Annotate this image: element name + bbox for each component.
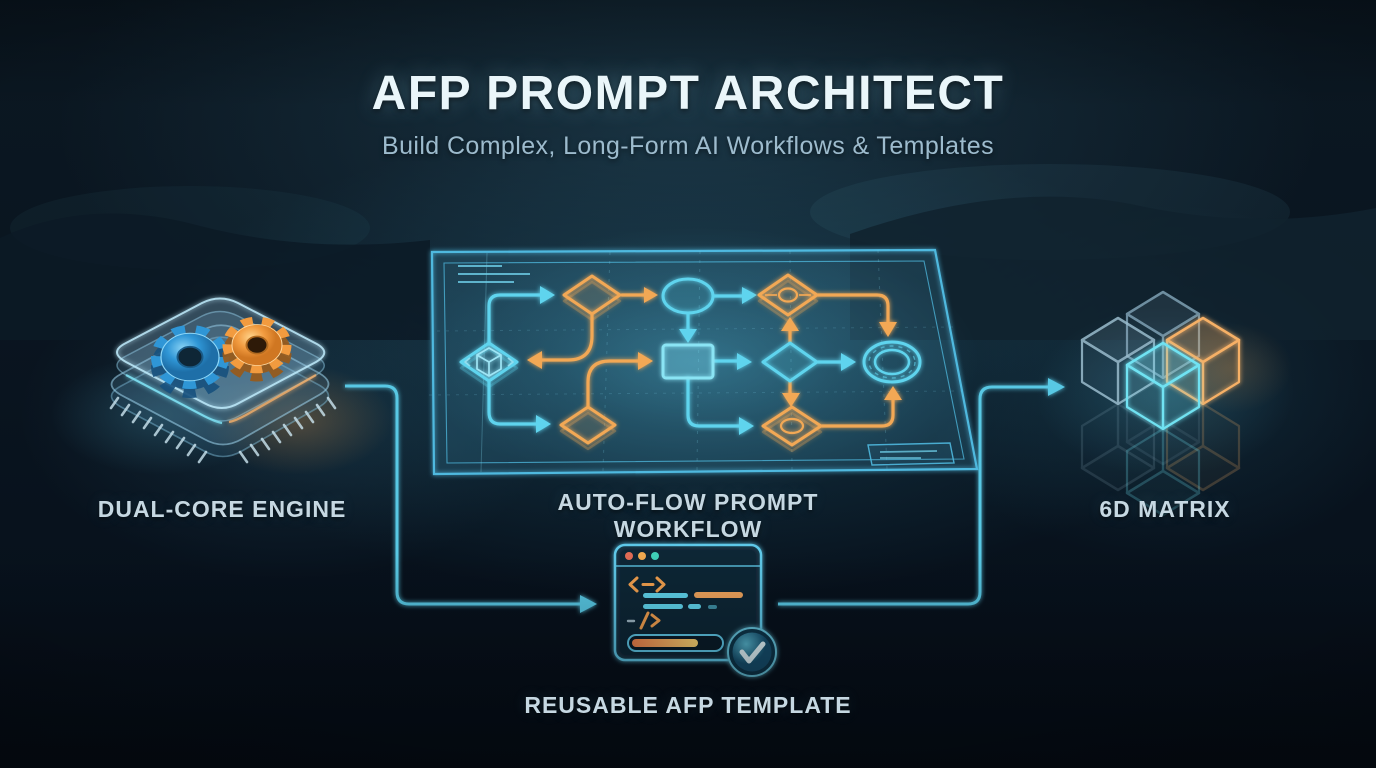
progress-bar: [627, 634, 724, 652]
window-dot-teal: [651, 552, 659, 560]
caption-dual-core-engine: DUAL-CORE ENGINE: [97, 496, 347, 522]
panel-title-block: [867, 442, 955, 466]
node-stage-ellipse: [661, 277, 715, 315]
window-dot-amber: [638, 552, 646, 560]
caption-6d-matrix: 6D MATRIX: [1099, 496, 1231, 522]
caption-reusable-template: REUSABLE AFP TEMPLATE: [524, 692, 852, 718]
check-icon: [727, 627, 777, 677]
page-title: AFP PROMPT ARCHITECT: [371, 67, 1005, 120]
code-window-icon: [613, 543, 777, 677]
caption-auto-flow-workflow: AUTO-FLOW PROMPT WORKFLOW: [557, 489, 819, 542]
node-process-block: [661, 343, 715, 380]
window-dot-red: [625, 552, 633, 560]
page-subtitle: Build Complex, Long-Form AI Workflows & …: [382, 132, 994, 160]
